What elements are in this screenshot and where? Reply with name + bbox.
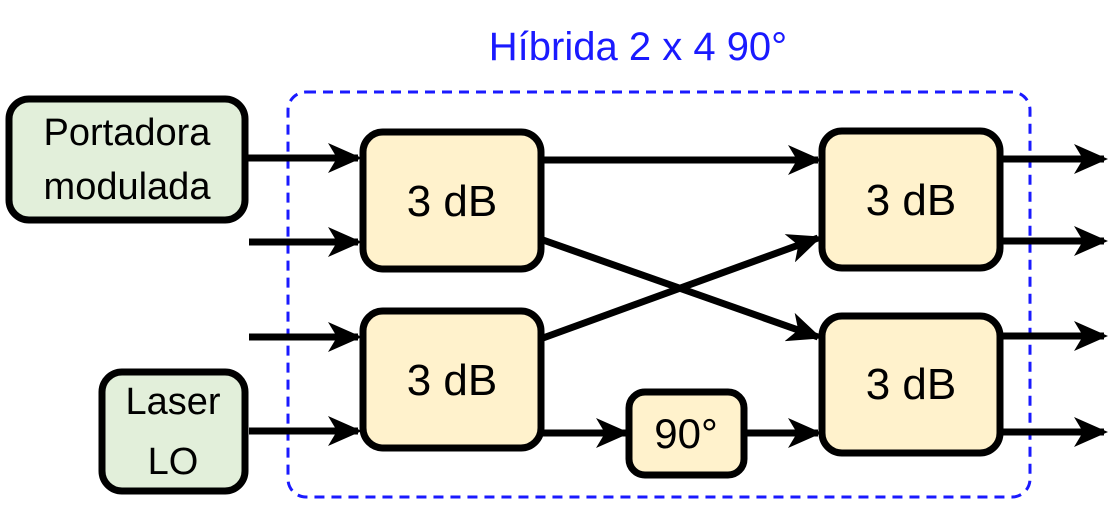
source-laser-line1: Laser — [125, 381, 220, 423]
coupler-top-right: 3 dB — [818, 127, 1004, 272]
phase-shifter-90: 90° — [625, 388, 748, 479]
source-modulated-line1: Portadora — [44, 112, 212, 154]
coupler-bottom-left: 3 dB — [359, 307, 545, 452]
coupler-top-left-label: 3 dB — [407, 177, 498, 226]
diagram-title: Híbrida 2 x 4 90° — [489, 25, 787, 69]
phase-shifter-label: 90° — [654, 410, 718, 457]
connections — [246, 143, 1108, 448]
source-laser-line2: LO — [148, 441, 199, 483]
source-modulated-line2: modulada — [44, 166, 212, 208]
coupler-top-right-label: 3 dB — [866, 176, 957, 225]
bl-to-tr-line — [541, 234, 822, 342]
coupler-top-left: 3 dB — [359, 128, 545, 273]
coupler-bottom-right-label: 3 dB — [866, 360, 957, 409]
source-modulated-carrier: Portadora modulada — [5, 95, 249, 224]
source-laser-lo: Laser LO — [98, 368, 249, 495]
hybrid-boundary — [286, 90, 1032, 499]
coupler-bottom-left-label: 3 dB — [407, 356, 498, 405]
coupler-bottom-right: 3 dB — [818, 312, 1004, 457]
